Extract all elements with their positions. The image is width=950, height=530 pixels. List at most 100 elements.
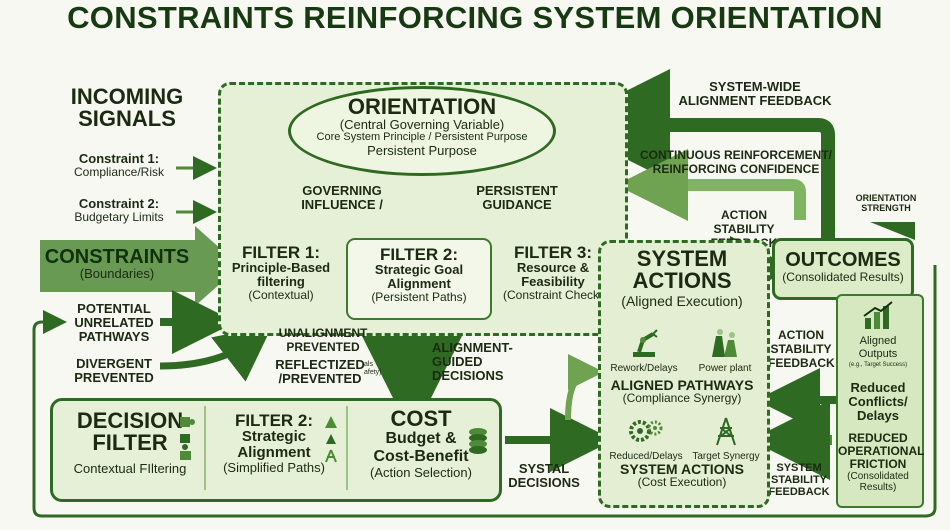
system-actions-title1: SYSTEM bbox=[636, 246, 728, 271]
orient-strength-1: ORIENTATION bbox=[855, 193, 917, 203]
orientation-strength-triangle bbox=[870, 222, 915, 240]
alignment-line1: ALIGNMENT- bbox=[432, 340, 513, 355]
system-wide-feedback-arrow bbox=[558, 69, 835, 250]
continuous-reinforcement-arrow bbox=[616, 149, 806, 221]
constraint-1: Constraint 1: Compliance/Risk bbox=[56, 152, 182, 179]
systal-line1: SYSTAL bbox=[518, 461, 570, 476]
decision-filter-sub: Contextual FIltering bbox=[73, 461, 187, 476]
system-wide-feedback-label: SYSTEM-WIDE ALIGNMENT FEEDBACK bbox=[660, 80, 850, 108]
cost-line2: Cost-Benefit bbox=[373, 448, 469, 465]
divergent-line2: PREVENTED bbox=[74, 370, 154, 385]
decision-filter: DECISION FILTER Contextual FIltering bbox=[58, 410, 202, 476]
bar-chart-icon bbox=[863, 301, 893, 329]
potential-pathways-label: POTENTIAL UNRELATED PATHWAYS bbox=[64, 302, 164, 344]
gears-icon bbox=[629, 420, 663, 442]
system-wide-line2: ALIGNMENT FEEDBACK bbox=[678, 93, 832, 108]
outer-return-loop bbox=[32, 265, 937, 518]
outcomes-title: OUTCOMES bbox=[785, 249, 901, 271]
cost-title: COST bbox=[390, 406, 452, 431]
decision-filter-2: FILTER bbox=[92, 430, 168, 455]
bottom-divider-2 bbox=[346, 406, 348, 490]
aligned-pathways: ALIGNED PATHWAYS (Compliance Synergy) bbox=[604, 378, 760, 405]
action-stability-feedback-bottom: ACTION STABILITY FEEDBACK bbox=[768, 328, 835, 370]
governing-influence-label: GOVERNING INFLUENCE / bbox=[296, 184, 388, 212]
action-stab-top-2: STABILITY bbox=[713, 222, 775, 236]
incoming-signals-title: INCOMING SIGNALS bbox=[58, 86, 196, 130]
filter-2: FILTER 2: Strategic Goal Alignment (Pers… bbox=[346, 238, 492, 320]
filter-1-sub: (Contextual) bbox=[248, 288, 314, 302]
system-actions-sub: (Aligned Execution) bbox=[621, 293, 743, 309]
tower-icons bbox=[325, 416, 337, 463]
system-stab-3: FEEDBACK bbox=[768, 486, 830, 498]
reflectized-fragment-2: afety) bbox=[364, 369, 382, 376]
orientation-sub3: Persistent Purpose bbox=[367, 143, 477, 158]
orientation-sub1: (Central Governing Variable) bbox=[339, 117, 505, 132]
power-plant-icon bbox=[712, 329, 737, 357]
reflectized-line2: /PREVENTED bbox=[278, 371, 362, 386]
filter-2-sub: (Persistent Paths) bbox=[371, 290, 467, 304]
constraint-2-sub: Budgetary Limits bbox=[74, 210, 164, 224]
filter-2-line2: Alignment bbox=[387, 276, 451, 291]
cost-line1: Budget & bbox=[385, 430, 457, 447]
target-synergy-label: Target Synergy bbox=[692, 451, 760, 462]
incoming-title-line1: INCOMING bbox=[70, 84, 184, 109]
system-wide-line1: SYSTEM-WIDE bbox=[709, 79, 801, 94]
constraint-2: Constraint 2: Budgetary Limits bbox=[56, 197, 182, 224]
filter-2-title: FILTER 2: bbox=[379, 245, 459, 264]
aligned-pathways-title: ALIGNED PATHWAYS bbox=[610, 377, 754, 393]
incoming-title-line2: SIGNALS bbox=[78, 106, 176, 131]
constraints-sub: (Boundaries) bbox=[79, 266, 155, 281]
orient-strength-2: STRENGTH bbox=[861, 203, 911, 213]
governing-line2: INFLUENCE / bbox=[301, 197, 383, 212]
reduced-friction-5: Results) bbox=[859, 482, 897, 493]
systal-line2: DECISIONS bbox=[508, 475, 580, 490]
orientation-ellipse: ORIENTATION (Central Governing Variable)… bbox=[288, 86, 556, 176]
alignment-line2: GUIDED bbox=[432, 354, 483, 369]
action-stab-bottom-1: ACTION bbox=[778, 328, 824, 342]
rework-delays-label: Rework/Delays bbox=[610, 363, 678, 374]
aligned-outputs: Aligned Outputs (e.g., Target Success) bbox=[838, 300, 918, 369]
unalignment-line1: UNALIGNMENT bbox=[278, 326, 368, 340]
action-stab-bottom-2: STABILITY bbox=[770, 342, 832, 356]
bottom-filter-2-title: FILTER 2: bbox=[234, 411, 314, 430]
bottom-decision-panel bbox=[50, 398, 502, 502]
rework-delays-item: Rework/Delays bbox=[606, 326, 682, 374]
power-plant-label: Power plant bbox=[698, 363, 752, 374]
cost-block: COST Budget & Cost-Benefit (Action Selec… bbox=[352, 406, 490, 480]
page-title: CONSTRAINTS REINFORCING SYSTEM ORIENTATI… bbox=[67, 0, 883, 35]
action-stab-top-1: ACTION bbox=[721, 208, 767, 222]
reflectized-label: REFLECTIZED /PREVENTED bbox=[272, 358, 368, 386]
alignment-guided-label: ALIGNMENT- GUIDED DECISIONS bbox=[432, 341, 542, 383]
system-actions-panel bbox=[598, 240, 770, 508]
filter-3-line1: Resource & bbox=[516, 260, 590, 275]
bottom-filter-2-sub: (Simplified Paths) bbox=[223, 460, 325, 475]
reduced-delays-label: Reduced/Delays bbox=[609, 451, 683, 462]
bottom-filter-2-line1: Strategic bbox=[241, 428, 307, 445]
systal-decisions-label: SYSTAL DECISIONS bbox=[504, 462, 584, 490]
unalignment-label: UNALIGNMENT PREVENTED bbox=[268, 326, 378, 354]
reflectized-line1: REFLECTIZED bbox=[275, 357, 365, 372]
reflectized-fragment-1: als bbox=[364, 361, 373, 368]
outcomes-column bbox=[836, 294, 924, 508]
filter-3: FILTER 3: Resource & Feasibility (Constr… bbox=[494, 244, 612, 302]
reduced-friction-3: FRICTION bbox=[849, 457, 907, 471]
constraint-1-label: Constraint 1: bbox=[78, 151, 160, 166]
continuous-line1: CONTINUOUS REINFORCEMENT/ bbox=[640, 148, 832, 162]
reduced-conflicts-1: Reduced bbox=[850, 380, 906, 395]
system-actions-header: SYSTEM ACTIONS (Aligned Execution) bbox=[604, 246, 760, 309]
constraint-2-label: Constraint 2: bbox=[78, 196, 160, 211]
reflectized-fragment: als afety) bbox=[364, 361, 388, 377]
system-actions-cost: SYSTEM ACTIONS (Cost Execution) bbox=[604, 462, 760, 489]
reduced-friction-2: OPERATIONAL bbox=[838, 444, 925, 458]
system-stability-feedback: SYSTEM STABILITY FEEDBACK bbox=[764, 462, 834, 498]
filter-3-sub: (Constraint Check) bbox=[502, 288, 604, 302]
alignment-line3: DECISIONS bbox=[432, 368, 504, 383]
target-synergy-item: Target Synergy bbox=[690, 416, 762, 462]
filter-2-line1: Strategic Goal bbox=[374, 262, 464, 277]
reduced-delays-item: Reduced/Delays bbox=[606, 416, 686, 462]
orientation-title: ORIENTATION bbox=[347, 94, 497, 119]
persistent-line1: PERSISTENT bbox=[476, 183, 558, 198]
potential-line3: PATHWAYS bbox=[78, 329, 150, 344]
system-actions-title2: ACTIONS bbox=[632, 268, 732, 293]
system-actions-cost-title: SYSTEM ACTIONS bbox=[620, 461, 744, 477]
